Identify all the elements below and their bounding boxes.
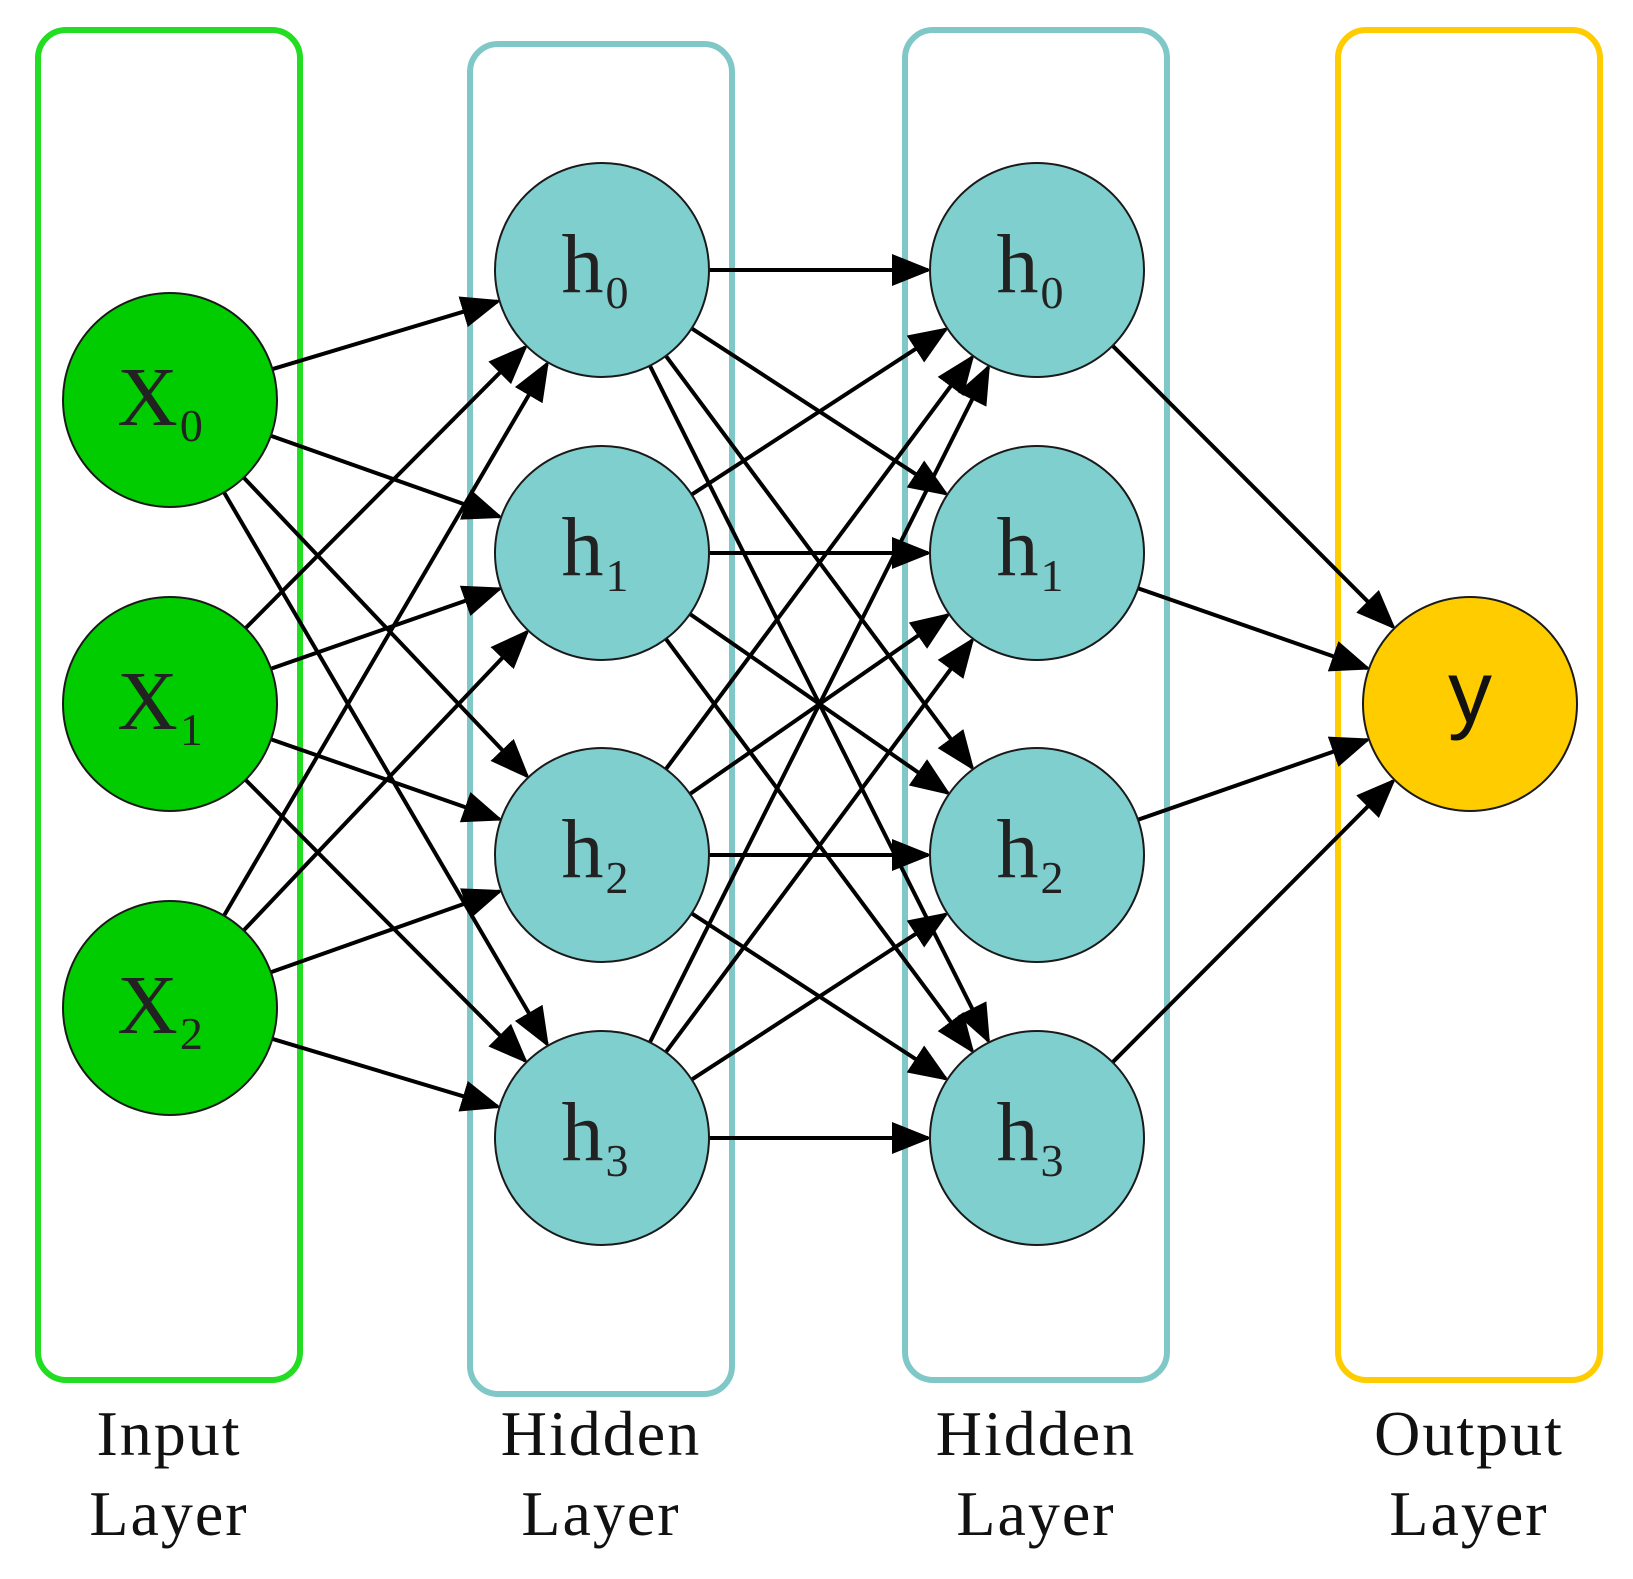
input-node-circle (62, 596, 278, 812)
hidden-node-circle (494, 747, 710, 963)
edge-l0-n1-to-l1-n2 (268, 736, 503, 823)
hidden-layer-2-label-line1: Hidden (936, 1398, 1136, 1469)
hidden-layer-2-box (902, 27, 1170, 1383)
edge-l1-n3-to-l2-n1 (663, 637, 975, 1055)
node-label: h1 (997, 501, 1064, 601)
node-label: h0 (997, 218, 1064, 318)
output-node-y: y (1362, 596, 1578, 812)
hidden1-node-h3: h3 (494, 1030, 710, 1246)
hidden-layer-1-box (467, 41, 735, 1397)
input-layer-label-line2: Layer (89, 1478, 248, 1549)
hidden2-node-h3: h3 (929, 1030, 1145, 1246)
hidden2-node-h0: h0 (929, 162, 1145, 378)
input-node-x1: X1 (62, 596, 278, 812)
edge-l0-n1-to-l1-n0 (242, 344, 528, 632)
edge-l0-n0-to-l1-n1 (268, 433, 504, 520)
hidden2-node-h1: h1 (929, 445, 1145, 661)
edge-l0-n0-to-l1-n0 (269, 296, 502, 372)
node-label: X1 (117, 655, 203, 755)
hidden1-node-h2: h2 (494, 747, 710, 963)
edge-l0-n2-to-l1-n3 (269, 1036, 502, 1112)
connection-edges (221, 254, 1396, 1154)
hidden-node-circle (929, 162, 1145, 378)
edge-l2-n1-to-l3-n0 (1135, 585, 1371, 672)
hidden-layer-1-label-line2: Layer (521, 1478, 680, 1549)
edge-l2-n2-to-l3-n0 (1135, 736, 1371, 823)
node-label: y (1448, 642, 1492, 741)
input-layer-box (35, 27, 303, 1383)
edge-l1-n2-to-l2-n0 (663, 354, 975, 772)
edge-l0-n2-to-l1-n2 (268, 888, 504, 975)
hidden-layer-2-label-line2: Layer (956, 1478, 1115, 1549)
edge-l2-n3-to-l3-n0 (1109, 778, 1396, 1066)
edge-l1-n3-to-l2-n0 (647, 363, 990, 1045)
hidden-node-circle (494, 162, 710, 378)
input-node-x0: X0 (62, 292, 278, 508)
output-layer-label-line1: Output (1374, 1398, 1564, 1469)
hidden2-node-h2: h2 (929, 747, 1145, 963)
node-label: h3 (562, 1086, 629, 1186)
hidden-layer-1-label-line1: Hidden (501, 1398, 701, 1469)
hidden-node-circle (929, 445, 1145, 661)
node-label: h0 (562, 218, 629, 318)
node-label: X0 (117, 351, 203, 451)
edge-l0-n1-to-l1-n3 (242, 776, 528, 1064)
input-node-circle (62, 900, 278, 1116)
output-layer-label-line2: Layer (1389, 1478, 1548, 1549)
hidden1-node-h1: h1 (494, 445, 710, 661)
edge-l0-n0-to-l1-n3 (221, 489, 549, 1048)
edge-l0-n0-to-l1-n2 (240, 474, 530, 779)
hidden-node-circle (494, 445, 710, 661)
node-label: h1 (562, 501, 629, 601)
edge-l1-n3-to-l2-n2 (688, 912, 949, 1083)
node-label: h2 (562, 803, 629, 903)
hidden-node-circle (929, 1030, 1145, 1246)
edge-l0-n1-to-l1-n1 (268, 585, 503, 672)
edge-l1-n1-to-l2-n0 (688, 327, 949, 498)
input-node-x2: X2 (62, 900, 278, 1116)
node-label: h3 (997, 1086, 1064, 1186)
output-layer-box (1335, 27, 1603, 1383)
edge-l0-n2-to-l1-n1 (240, 629, 530, 934)
node-label: X2 (117, 959, 203, 1059)
input-layer-label-line1: Input (96, 1398, 241, 1469)
node-label: h2 (997, 803, 1064, 903)
hidden1-node-h0: h0 (494, 162, 710, 378)
edge-l0-n2-to-l1-n0 (221, 360, 549, 919)
edge-l2-n0-to-l3-n0 (1109, 342, 1396, 630)
input-node-circle (62, 292, 278, 508)
hidden-node-circle (494, 1030, 710, 1246)
hidden-node-circle (929, 747, 1145, 963)
output-node-circle (1362, 596, 1578, 812)
